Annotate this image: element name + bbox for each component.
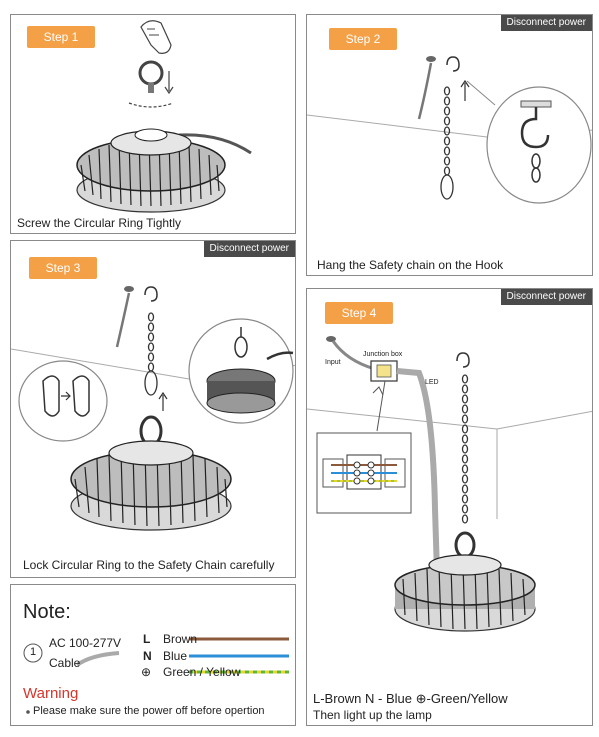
wire-key-n: N — [143, 649, 152, 663]
note-title: Note: — [23, 601, 71, 623]
step4-junction-label: Junction box — [363, 351, 403, 358]
step4-caption-main: L-Brown N - Blue ⊕-Green/Yellow — [313, 691, 508, 706]
note-illustration — [23, 637, 289, 714]
step4-disconnect-label: Disconnect power — [500, 289, 592, 305]
note-circle-number: 1 — [30, 646, 37, 658]
wire-name-blue: Blue — [163, 649, 188, 663]
wire-key-ground: ⊕ — [141, 665, 152, 679]
step3-badge: Step 3 — [29, 257, 97, 279]
wire-name-green-yellow: Green / Yellow — [163, 665, 241, 679]
step3-panel: Step 3 Disconnect power — [10, 240, 296, 578]
step2-caption: Hang the Safety chain on the Hook — [317, 258, 504, 272]
step4-input-label: Input — [325, 359, 341, 366]
step2-panel: Step 2 Disconnect power Hang the Safety … — [306, 14, 593, 276]
note-cable: Cable — [49, 656, 81, 670]
warning-title: Warning — [23, 685, 79, 702]
step3-disconnect-label: Disconnect power — [203, 241, 295, 257]
step2-illustration — [307, 56, 592, 204]
warning-text: Please make sure the power off before op… — [33, 705, 265, 717]
note-voltage: AC 100-277V — [49, 636, 122, 650]
step2-badge: Step 2 — [329, 28, 397, 50]
wire-name-brown: Brown — [163, 632, 198, 646]
step4-badge: Step 4 — [325, 302, 393, 324]
step3-illustration — [11, 286, 295, 531]
note-panel: Note: 1 AC 100-277V Cable L Brown N Blue… — [10, 584, 296, 726]
step4-led-label: LED — [425, 379, 439, 386]
step1-panel: Step 1 Screw the Circular Ring Tightly — [10, 14, 296, 234]
step4-caption-sub: Then light up the lamp — [313, 708, 432, 722]
step1-badge: Step 1 — [27, 26, 95, 48]
step1-caption: Screw the Circular Ring Tightly — [17, 216, 182, 230]
step4-illustration — [307, 336, 592, 632]
step4-panel: Step 4 Disconnect power — [306, 288, 593, 726]
step2-disconnect-label: Disconnect power — [500, 15, 592, 31]
step1-illustration — [76, 20, 252, 213]
wire-key-l: L — [143, 632, 151, 646]
step3-caption: Lock Circular Ring to the Safety Chain c… — [23, 558, 275, 572]
